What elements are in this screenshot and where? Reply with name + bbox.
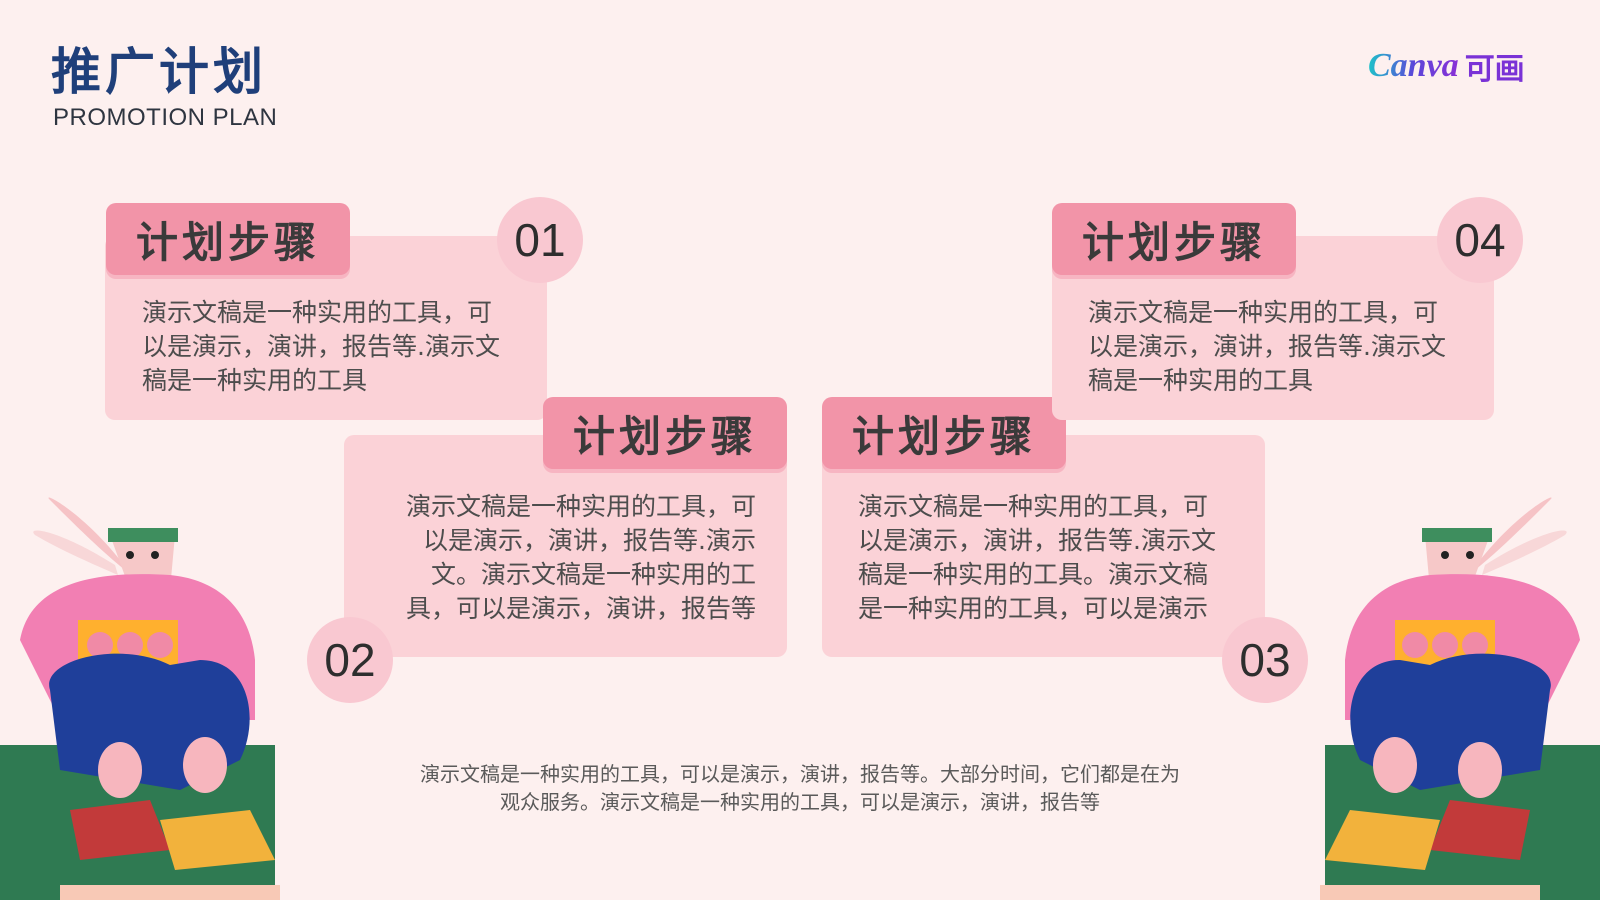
step-text-line: 演示文稿是一种实用的工具，可 <box>405 492 756 521</box>
step-text-line: 具，可以是演示，演讲，报告等 <box>405 594 756 623</box>
step-card-03 <box>822 435 1265 657</box>
rabbit-illustration-right <box>1320 497 1600 900</box>
step-text-line: 以是演示，演讲，报告等.演示 <box>423 526 756 555</box>
step-tag-04: 计划步骤 <box>1052 203 1296 275</box>
step-text-line: 演示文稿是一种实用的工具，可 <box>142 298 493 327</box>
page-title: 推广计划 <box>51 43 267 101</box>
step-text-line: 以是演示，演讲，报告等.演示文 <box>1088 332 1446 361</box>
step-text-line: 稿是一种实用的工具 <box>1088 366 1314 395</box>
footer-line: 演示文稿是一种实用的工具，可以是演示，演讲，报告等。大部分时间，它们都是在为 <box>420 762 1180 786</box>
step-text-04: 演示文稿是一种实用的工具，可 以是演示，演讲，报告等.演示文 稿是一种实用的工具 <box>1088 296 1488 398</box>
step-text-line: 稿是一种实用的工具。演示文稿 <box>858 560 1209 589</box>
step-text-line: 演示文稿是一种实用的工具，可 <box>858 492 1209 521</box>
step-text-03: 演示文稿是一种实用的工具，可 以是演示，演讲，报告等.演示文 稿是一种实用的工具… <box>858 490 1248 626</box>
footer-line: 观众服务。演示文稿是一种实用的工具，可以是演示，演讲，报告等 <box>500 790 1100 814</box>
step-tag-02: 计划步骤 <box>543 397 787 469</box>
step-text-line: 以是演示，演讲，报告等.演示文 <box>142 332 500 361</box>
rabbit-illustration-left <box>0 497 280 900</box>
step-text-line: 是一种实用的工具，可以是演示 <box>858 594 1209 623</box>
step-card-02 <box>344 435 787 657</box>
step-text-line: 以是演示，演讲，报告等.演示文 <box>858 526 1216 555</box>
logo-cn: 可画 <box>1464 52 1525 87</box>
step-text-line: 演示文稿是一种实用的工具，可 <box>1088 298 1439 327</box>
step-tag-03: 计划步骤 <box>822 397 1066 469</box>
logo-text: Canva <box>1368 47 1459 84</box>
step-number-02: 02 <box>307 617 393 703</box>
step-number-03: 03 <box>1222 617 1308 703</box>
step-text-line: 文。演示文稿是一种实用的工 <box>430 560 756 589</box>
step-tag-01: 计划步骤 <box>106 203 350 275</box>
page-subtitle: PROMOTION PLAN <box>53 104 278 131</box>
step-text-02: 演示文稿是一种实用的工具，可 以是演示，演讲，报告等.演示 文。演示文稿是一种实… <box>378 490 756 626</box>
step-number-04: 04 <box>1437 197 1523 283</box>
step-number-01: 01 <box>497 197 583 283</box>
step-text-line: 稿是一种实用的工具 <box>142 366 368 395</box>
step-text-01: 演示文稿是一种实用的工具，可 以是演示，演讲，报告等.演示文 稿是一种实用的工具 <box>142 296 542 398</box>
canva-logo: Canva 可画 <box>1368 44 1525 88</box>
footer-text: 演示文稿是一种实用的工具，可以是演示，演讲，报告等。大部分时间，它们都是在为 观… <box>300 760 1300 816</box>
